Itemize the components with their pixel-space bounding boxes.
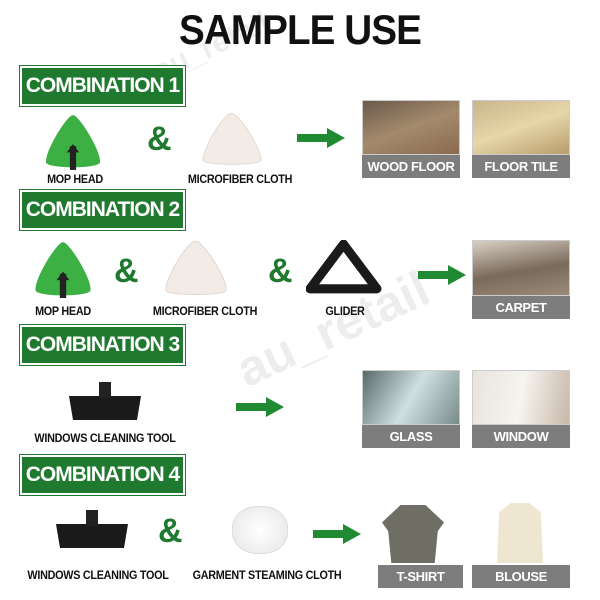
item-label: WINDOWS CLEANING TOOL xyxy=(34,431,176,445)
windows-cleaning-tool-image xyxy=(65,382,145,422)
arrow-right-icon xyxy=(236,397,284,417)
glider-image xyxy=(306,240,382,296)
result-label: BLOUSE xyxy=(472,565,570,588)
arrow-right-icon xyxy=(418,265,466,285)
floor-tile-photo xyxy=(472,100,570,155)
item-label: GARMENT STEAMING CLOTH xyxy=(192,568,342,582)
item-label: MOP HEAD xyxy=(47,172,103,186)
ampersand: & xyxy=(268,252,293,290)
result-label: GLASS xyxy=(362,425,460,448)
combination-4-heading: COMBINATION 4 xyxy=(19,454,186,496)
arrow-right-icon xyxy=(297,128,345,148)
combination-1-heading: COMBINATION 1 xyxy=(19,65,186,107)
combination-2-heading: COMBINATION 2 xyxy=(19,189,186,231)
page-title: SAMPLE USE xyxy=(178,6,422,53)
result-label: CARPET xyxy=(472,296,570,319)
carpet-photo xyxy=(472,240,570,296)
result-label: WOOD FLOOR xyxy=(362,155,460,178)
glass-photo xyxy=(362,370,460,425)
arrow-right-icon xyxy=(313,524,361,544)
item-label: MICROFIBER CLOTH xyxy=(187,172,293,186)
combination-3-heading: COMBINATION 3 xyxy=(19,324,186,366)
item-label: GLIDER xyxy=(325,304,365,318)
mop-head-image xyxy=(42,113,104,170)
t-shirt-image xyxy=(382,505,444,563)
mop-head-image xyxy=(30,240,96,298)
result-label: FLOOR TILE xyxy=(472,155,570,178)
item-label: WINDOWS CLEANING TOOL xyxy=(27,568,169,582)
result-label: WINDOW xyxy=(472,425,570,448)
item-label: MOP HEAD xyxy=(35,304,91,318)
ampersand: & xyxy=(147,120,172,158)
ampersand: & xyxy=(158,512,183,550)
window-photo xyxy=(472,370,570,425)
microfiber-cloth-image xyxy=(160,238,232,298)
ampersand: & xyxy=(114,252,139,290)
windows-cleaning-tool-image xyxy=(52,510,132,550)
item-label: MICROFIBER CLOTH xyxy=(152,304,258,318)
result-label: T-SHIRT xyxy=(378,565,463,588)
blouse-image xyxy=(497,503,543,563)
garment-steaming-cloth-image xyxy=(232,506,288,554)
wood-floor-photo xyxy=(362,100,460,155)
microfiber-cloth-image xyxy=(198,110,266,168)
